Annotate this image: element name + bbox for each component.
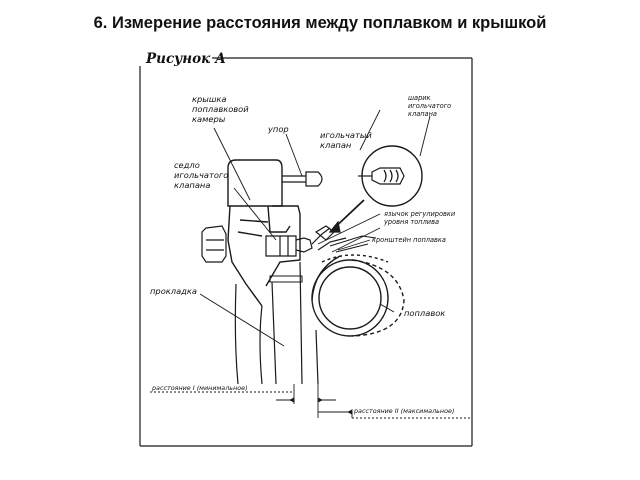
- label-tongue: язычок регулировки уровня топлива: [384, 210, 456, 226]
- float-cylinder: [311, 254, 405, 337]
- label-cover: крышка поплавковой камеры: [192, 94, 249, 124]
- stop-rod: [282, 171, 323, 187]
- label-needle-ball: шарик игольчатого клапана: [408, 94, 452, 118]
- leader-lines: [199, 109, 431, 347]
- gasket: [269, 275, 303, 283]
- float-chamber-cover: [227, 159, 301, 307]
- needle-ball-magnifier: [328, 145, 423, 233]
- label-bracket: кронштейн поплавка: [372, 236, 446, 244]
- nut: [201, 225, 227, 263]
- label-needle-valve: игольчатый клапан: [320, 130, 372, 150]
- valve-seat: [265, 235, 313, 257]
- float-bracket: [329, 235, 377, 253]
- figure-label: Рисунок А: [146, 51, 226, 67]
- label-gasket: прокладка: [150, 286, 197, 296]
- label-distance-max: расстояние II (максимальное): [354, 407, 455, 415]
- label-stop: упор: [268, 124, 289, 134]
- slide-title: 6. Измерение расстояния между поплавком …: [93, 14, 547, 32]
- dimension-lines: [150, 384, 470, 419]
- needle-valve: [311, 225, 347, 251]
- label-float: поплавок: [404, 308, 446, 318]
- lower-body: [234, 261, 319, 385]
- label-valve-seat: седло игольчатого клапана: [174, 160, 229, 190]
- label-distance-min: расстояние I (минимальное): [152, 384, 248, 392]
